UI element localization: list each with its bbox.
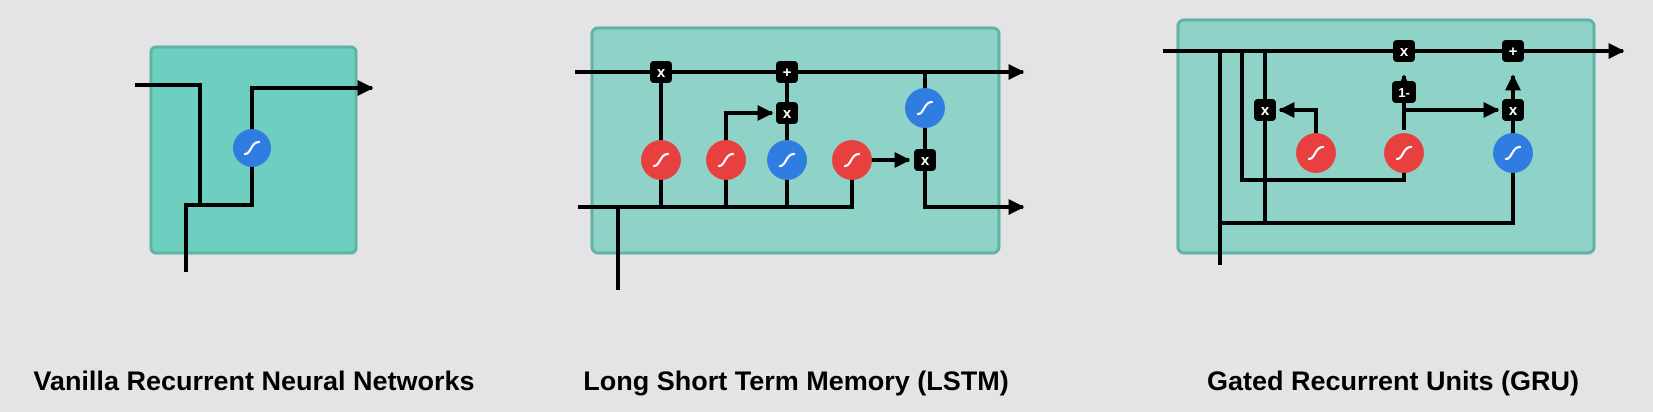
lstm-forget-sigmoid-gate: [641, 140, 681, 180]
gru-add-op: +: [1502, 40, 1524, 62]
gru-top-multiply-label: x: [1400, 43, 1409, 60]
gru-reset-multiply-label: x: [1261, 102, 1270, 119]
gru-caption: Gated Recurrent Units (GRU): [1207, 366, 1579, 396]
gru-one-minus-op: 1-: [1392, 81, 1416, 103]
gru-update-multiply-label: x: [1509, 102, 1518, 119]
lstm-forget-multiply-label: x: [657, 64, 666, 81]
lstm-cell: [590, 26, 1001, 255]
gru-update-sigmoid-gate: [1384, 133, 1424, 173]
gru-cell: [1176, 18, 1596, 255]
gru-one-minus-label: 1-: [1398, 85, 1410, 100]
lstm-caption: Long Short Term Memory (LSTM): [583, 366, 1009, 396]
gru-diagram: x x 1- + x: [1163, 18, 1625, 265]
lstm-input-sigmoid-gate: [706, 140, 746, 180]
lstm-candidate-tanh-gate: [767, 140, 807, 180]
rnn-caption: Vanilla Recurrent Neural Networks: [33, 366, 474, 396]
rnn-input-wire: [184, 203, 252, 272]
lstm-cell-tanh-gate: [905, 88, 945, 128]
lstm-input-multiply-label: x: [783, 105, 792, 122]
lstm-input-multiply-op: x: [776, 102, 798, 124]
lstm-output-sigmoid-gate: [832, 140, 872, 180]
lstm-diagram: x + x x: [575, 26, 1025, 290]
lstm-forget-multiply-op: x: [650, 61, 672, 83]
gru-update-multiply-op: x: [1502, 99, 1524, 121]
gru-candidate-tanh-gate: [1493, 133, 1533, 173]
lstm-add-label: +: [783, 64, 792, 81]
gru-concat-wire: [1220, 153, 1515, 225]
rnn-diagram: [135, 45, 374, 272]
lstm-add-op: +: [776, 61, 798, 83]
gru-reset-multiply-op: x: [1254, 99, 1276, 121]
gru-add-label: +: [1509, 43, 1518, 60]
lstm-output-multiply-label: x: [921, 152, 930, 169]
gru-reset-sigmoid-gate: [1296, 133, 1336, 173]
rnn-tanh-gate: [233, 129, 271, 167]
lstm-output-multiply-op: x: [914, 149, 936, 171]
gru-top-multiply-op: x: [1393, 40, 1415, 62]
